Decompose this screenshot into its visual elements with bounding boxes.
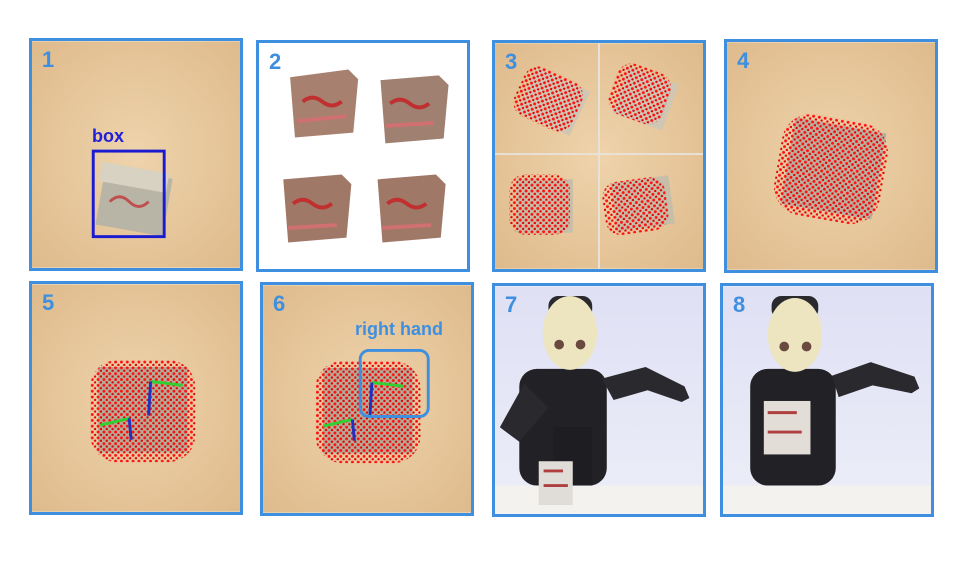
point-cloud bbox=[774, 114, 888, 225]
detection-box bbox=[91, 149, 166, 239]
panel-number: 6 bbox=[273, 291, 286, 316]
robot bbox=[750, 296, 920, 486]
panel-3: 3 bbox=[492, 40, 706, 272]
pose-axes bbox=[322, 381, 405, 441]
panel-6: 6 right hand bbox=[260, 282, 474, 516]
panel-7: 7 bbox=[492, 283, 706, 517]
panel-number: 1 bbox=[42, 47, 55, 72]
box-model-view-1 bbox=[290, 69, 359, 138]
panel-number: 7 bbox=[505, 292, 518, 317]
box-model-view-2 bbox=[380, 75, 449, 144]
panel-number: 4 bbox=[737, 48, 750, 73]
panel-8: 8 bbox=[720, 283, 934, 517]
panel-number: 8 bbox=[733, 292, 746, 317]
hand-pose-box bbox=[358, 348, 430, 418]
panel-5-image bbox=[32, 284, 240, 512]
panel-7-image bbox=[495, 286, 703, 514]
panel-2: 2 bbox=[256, 40, 470, 272]
point-cloud bbox=[90, 360, 196, 463]
box-label: box bbox=[92, 126, 125, 146]
panel-6-image bbox=[263, 285, 471, 513]
panel-1-image bbox=[32, 41, 240, 268]
panel-5: 5 bbox=[29, 281, 243, 515]
right-hand-label: right hand bbox=[355, 319, 443, 339]
panel-3-image bbox=[495, 43, 703, 269]
panel-number: 3 bbox=[505, 49, 518, 74]
pose-axes bbox=[99, 380, 183, 440]
box-model-view-4 bbox=[377, 174, 446, 243]
panel-2-image bbox=[259, 43, 467, 269]
box-model-view-3 bbox=[283, 174, 352, 243]
panel-number: 5 bbox=[42, 290, 55, 315]
panel-1: 1 box bbox=[29, 38, 243, 271]
panel-8-image bbox=[723, 286, 931, 514]
panel-number: 2 bbox=[269, 49, 282, 74]
point-cloud bbox=[315, 361, 421, 464]
panel-4-image bbox=[727, 42, 935, 270]
panel-4: 4 bbox=[724, 39, 938, 273]
robot bbox=[499, 296, 690, 505]
